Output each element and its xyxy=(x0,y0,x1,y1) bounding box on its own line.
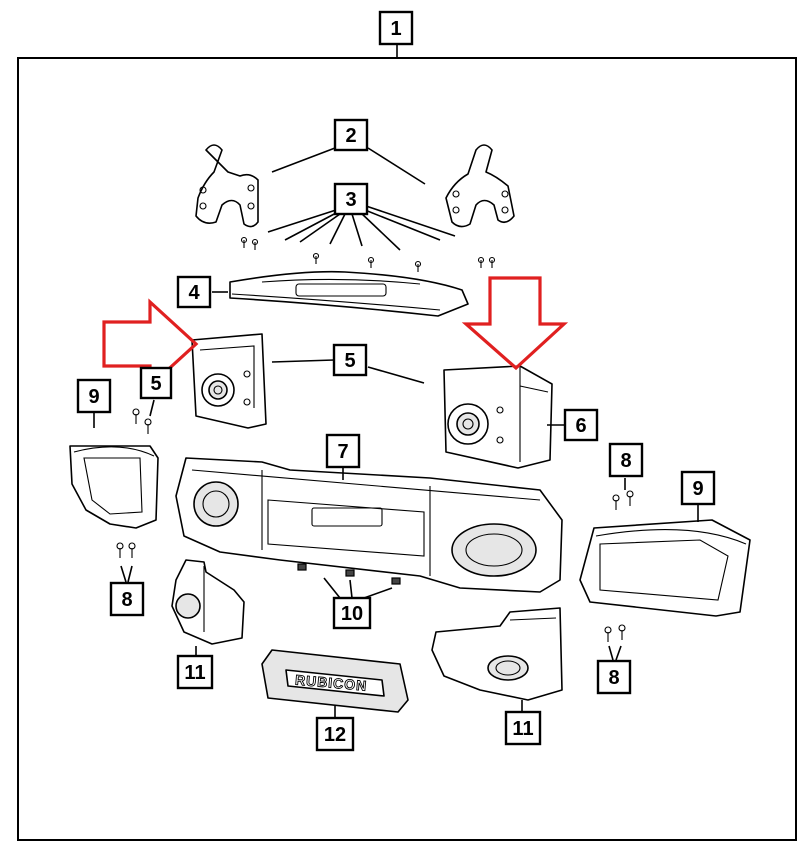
assembly-frame xyxy=(17,57,797,841)
leader-screws-rb-b xyxy=(615,645,622,661)
callout-bolt-label: 3 xyxy=(345,189,356,211)
screw-icon xyxy=(626,490,634,506)
callout-badge-label: 12 xyxy=(324,724,346,746)
leader-bracket-l xyxy=(271,147,336,173)
callout-end-cap-right: 9 xyxy=(680,470,716,506)
end-cap-right xyxy=(579,519,751,617)
callout-panel-label: 4 xyxy=(188,282,200,304)
callout-bumper: 7 xyxy=(325,433,361,469)
leader-screws-ul xyxy=(149,399,155,417)
screw-icon xyxy=(604,626,612,642)
screws-upper-left xyxy=(132,408,152,434)
nuts xyxy=(297,563,401,585)
bolt-icon xyxy=(488,256,496,268)
screws-right-bottom xyxy=(604,624,626,642)
callout-winch-mount-label: 6 xyxy=(575,415,586,437)
callout-screw-right-bottom-label: 8 xyxy=(608,667,619,689)
badge-plate: RUBICON xyxy=(261,649,409,713)
callout-screw-left-label: 8 xyxy=(121,589,132,611)
leaders-bolts xyxy=(267,205,456,251)
callout-winch-mount: 6 xyxy=(563,408,599,442)
screw-icon xyxy=(132,408,140,424)
callout-screw-right-top-label: 8 xyxy=(620,450,631,472)
fog-housing-right xyxy=(431,607,563,701)
highlight-arrow-right-icon xyxy=(102,298,199,390)
nut-icon xyxy=(345,569,355,577)
screws-right-top xyxy=(612,490,634,510)
leader-screws-ll-b xyxy=(127,565,133,583)
callout-screw-right-top: 8 xyxy=(608,442,644,478)
front-bumper xyxy=(175,457,563,593)
callout-bumper-label: 7 xyxy=(337,441,348,463)
winch-mount-right xyxy=(443,365,553,469)
callout-fog-right: 11 xyxy=(504,710,542,746)
callout-fog-left: 11 xyxy=(176,654,214,690)
callout-end-cap-right-label: 9 xyxy=(692,478,703,500)
callout-panel: 4 xyxy=(176,275,212,309)
callout-nut: 10 xyxy=(332,596,372,630)
screw-icon xyxy=(612,494,620,510)
callout-bracket-label: 2 xyxy=(345,125,356,147)
bolts-row xyxy=(240,236,496,272)
callout-fog-right-label: 11 xyxy=(512,718,533,740)
leader-bracket-r xyxy=(367,147,426,185)
highlight-arrow-down-icon xyxy=(461,276,569,371)
callout-screw-left: 8 xyxy=(109,581,145,617)
screw-icon xyxy=(618,624,626,640)
upper-panel xyxy=(229,270,469,317)
callout-end-cap-left: 9 xyxy=(76,378,112,414)
callout-mount-bracket-label: 5 xyxy=(344,350,355,372)
screw-icon xyxy=(128,542,136,558)
nut-icon xyxy=(297,563,307,571)
bolt-icon xyxy=(251,238,259,250)
bolt-icon xyxy=(477,256,485,268)
leaders-nuts xyxy=(323,577,393,599)
callout-nut-label: 10 xyxy=(341,603,363,625)
bolt-icon xyxy=(367,256,375,268)
callout-end-cap-left-label: 9 xyxy=(88,386,99,408)
callout-bracket: 2 xyxy=(333,118,369,152)
callout-hidden-mount: 5 xyxy=(139,366,173,400)
bracket-right xyxy=(445,144,515,228)
bolt-icon xyxy=(240,236,248,248)
screw-icon xyxy=(144,418,152,434)
badge-text: RUBICON xyxy=(294,672,367,694)
mount-bracket-left xyxy=(191,333,267,429)
nut-icon xyxy=(391,577,401,585)
callout-badge: 12 xyxy=(315,716,355,752)
end-cap-left xyxy=(69,445,159,529)
bracket-left xyxy=(195,144,259,228)
callout-hidden-mount-label: 5 xyxy=(150,373,161,395)
bolt-icon xyxy=(414,260,422,272)
callout-assembly: 1 xyxy=(378,10,414,46)
leader-mount-l xyxy=(271,359,335,363)
leader-screws-rb-a xyxy=(608,645,614,661)
callout-bolt: 3 xyxy=(333,182,369,216)
callout-screw-right-bottom: 8 xyxy=(596,659,632,695)
leader-mount-r xyxy=(367,366,425,384)
fog-housing-left xyxy=(171,559,245,645)
screws-lower-left xyxy=(116,542,136,558)
leader-screws-ll-a xyxy=(120,565,127,583)
screw-icon xyxy=(116,542,124,558)
callout-mount-bracket: 5 xyxy=(332,343,368,377)
callout-fog-left-label: 11 xyxy=(184,662,205,684)
bolt-icon xyxy=(312,252,320,264)
callout-assembly-label: 1 xyxy=(390,18,401,40)
